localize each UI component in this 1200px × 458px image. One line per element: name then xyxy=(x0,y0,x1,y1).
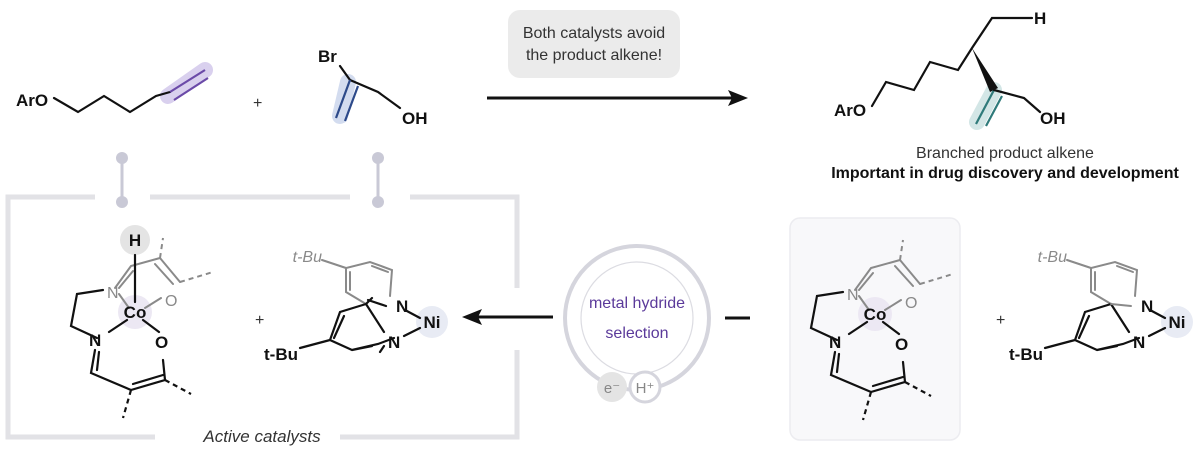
reactant-bromoallyl-alcohol: Br OH xyxy=(318,47,428,128)
oh-label: OH xyxy=(402,109,428,128)
metal-hydride-selection: metal hydride selection e⁻ H⁺ xyxy=(563,244,711,404)
h-label: H xyxy=(1034,9,1046,28)
hydride-label: H xyxy=(129,231,141,250)
br-label: Br xyxy=(318,47,337,66)
connector-left xyxy=(116,152,128,208)
product-branched-alkene: ArO H OH xyxy=(834,9,1066,130)
selection-line1: metal hydride xyxy=(589,295,685,312)
tbu-label: t-Bu xyxy=(293,249,322,266)
active-catalysts-frame xyxy=(5,194,520,440)
product-caption-bold: Important in drug discovery and developm… xyxy=(831,165,1179,182)
proton-badge xyxy=(628,370,662,404)
reactant-alkene: ArO xyxy=(16,62,213,114)
electron-label: e⁻ xyxy=(604,380,620,397)
plus-sign: + xyxy=(253,95,262,112)
n-label: N xyxy=(89,331,101,350)
cobalt-precatalyst: N O N O Co xyxy=(809,239,954,421)
nickel-bipyridine-complex: t-Bu N N t-Bu Ni xyxy=(264,249,448,364)
co-label: Co xyxy=(124,303,147,322)
n-label: N xyxy=(847,287,859,304)
o-label: O xyxy=(165,293,177,310)
tbu-label: t-Bu xyxy=(1009,345,1043,364)
frame-label: Active catalysts xyxy=(202,427,321,446)
callout-line2: the product alkene! xyxy=(526,47,662,64)
hydride-highlight xyxy=(120,225,150,255)
arrowhead xyxy=(728,90,748,106)
plus-sign: + xyxy=(255,312,264,329)
aro-label: ArO xyxy=(834,101,866,120)
nickel-precatalyst: t-Bu N N t-Bu Ni xyxy=(1009,249,1193,364)
electron-badge xyxy=(597,372,627,402)
co-label: Co xyxy=(864,305,887,324)
aro-label: ArO xyxy=(16,91,48,110)
product-caption: Branched product alkene xyxy=(916,145,1094,162)
n-label: N xyxy=(388,333,400,352)
n-label: N xyxy=(1141,297,1153,316)
plus-sign: + xyxy=(996,312,1005,329)
connector-right xyxy=(372,152,384,208)
o-label: O xyxy=(155,333,168,352)
o-label: O xyxy=(905,295,917,312)
proton-label: H⁺ xyxy=(636,380,655,397)
oh-label: OH xyxy=(1040,109,1066,128)
cobalt-hydride-complex: N O H N O Co xyxy=(69,225,214,419)
n-label: N xyxy=(396,297,408,316)
n-label: N xyxy=(829,333,841,352)
arrowhead xyxy=(462,309,482,325)
n-label: N xyxy=(1133,333,1145,352)
tbu-label: t-Bu xyxy=(264,345,298,364)
o-label: O xyxy=(895,335,908,354)
ni-label: Ni xyxy=(1169,313,1186,332)
ni-label: Ni xyxy=(424,313,441,332)
selection-line2: selection xyxy=(605,325,668,342)
n-label: N xyxy=(107,285,119,302)
callout-line1: Both catalysts avoid xyxy=(523,25,665,42)
tbu-label: t-Bu xyxy=(1038,249,1067,266)
callout-bubble xyxy=(508,10,680,78)
